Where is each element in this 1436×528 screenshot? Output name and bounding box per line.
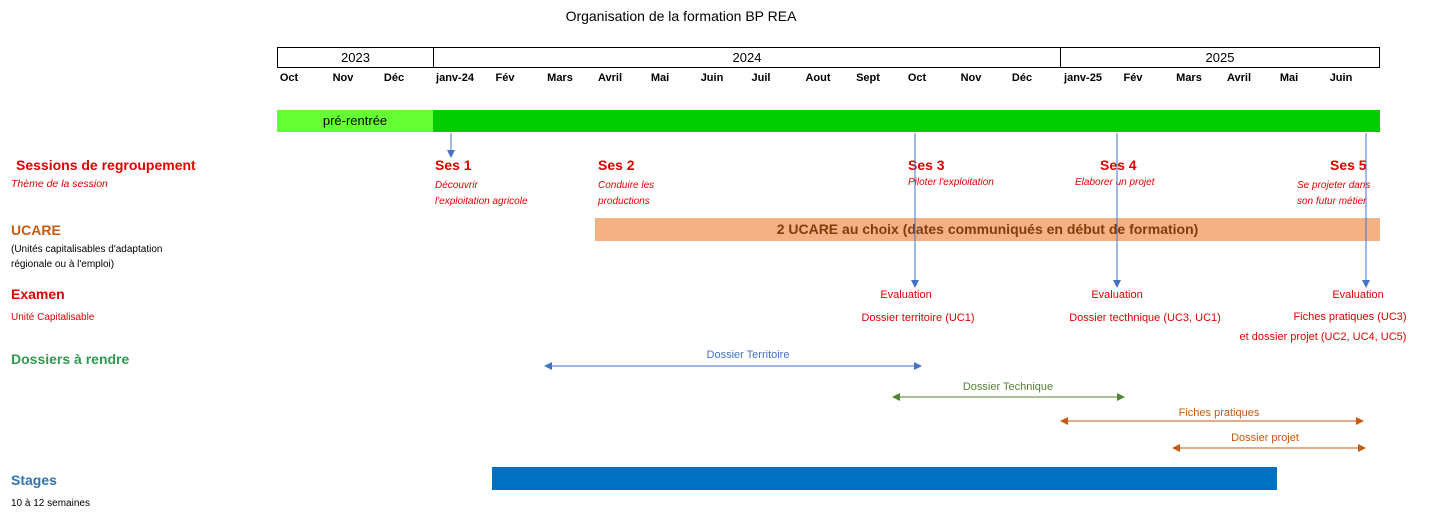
month-label: Aout bbox=[805, 72, 831, 84]
session-4-theme: Elaborer un projet bbox=[1075, 175, 1155, 191]
month-label: janv-24 bbox=[436, 72, 474, 84]
year-2025: 2025 bbox=[1060, 47, 1380, 68]
month-label: Fév bbox=[1123, 72, 1143, 84]
ucare-subtitle: (Unités capitalisables d'adaptation régi… bbox=[11, 242, 162, 272]
stages-subtitle: 10 à 12 semaines bbox=[11, 498, 90, 509]
stage-bar bbox=[492, 467, 1277, 490]
month-label: Avril bbox=[597, 72, 623, 84]
session-4-theme-line1: Elaborer un projet bbox=[1075, 177, 1155, 188]
month-label: Mai bbox=[650, 72, 670, 84]
exam-2-label: Evaluation bbox=[1091, 289, 1143, 301]
examen-subtitle: Unité Capitalisable bbox=[11, 312, 95, 323]
prerentree-bar: pré-rentrée bbox=[277, 110, 433, 132]
exam-3-detail-line1: Fiches pratiques (UC3) bbox=[1293, 311, 1407, 323]
month-label: Déc bbox=[383, 72, 405, 84]
stages-title: Stages bbox=[11, 472, 57, 488]
session-5-theme-line2: son futur métier bbox=[1297, 196, 1367, 207]
exam-3-detail-line2: et dossier projet (UC2, UC4, UC5) bbox=[1239, 331, 1407, 343]
examen-title: Examen bbox=[11, 286, 65, 302]
session-3-theme-line1: Piloter l'exploitation bbox=[908, 177, 994, 188]
month-label: Nov bbox=[332, 72, 354, 84]
month-label: Avril bbox=[1226, 72, 1252, 84]
month-label: Mars bbox=[1176, 72, 1202, 84]
session-3-name: Ses 3 bbox=[908, 157, 945, 173]
month-label: Juin bbox=[700, 72, 724, 84]
month-label: Déc bbox=[1011, 72, 1033, 84]
page-title: Organisation de la formation BP REA bbox=[565, 8, 797, 24]
sessions-title: Sessions de regroupement bbox=[16, 157, 196, 173]
session-3-theme: Piloter l'exploitation bbox=[908, 175, 994, 191]
session-2-theme: Conduire les productions bbox=[598, 178, 654, 210]
month-label: Nov bbox=[960, 72, 982, 84]
session-5-theme-line1: Se projeter dans bbox=[1297, 180, 1371, 191]
ucare-bar: 2 UCARE au choix (dates communiqués en d… bbox=[595, 218, 1380, 241]
session-4-name: Ses 4 bbox=[1100, 157, 1137, 173]
ucare-title: UCARE bbox=[11, 222, 61, 238]
exam-1-label: Evaluation bbox=[880, 289, 932, 301]
month-label: Mars bbox=[547, 72, 573, 84]
session-1-theme: Découvrir l'exploitation agricole bbox=[435, 178, 528, 210]
month-label: Juin bbox=[1329, 72, 1353, 84]
formation-bar bbox=[433, 110, 1380, 132]
session-5-theme: Se projeter dans son futur métier bbox=[1297, 178, 1370, 210]
month-label: Oct bbox=[279, 72, 299, 84]
exam-2-detail: Dossier tecthnique (UC3, UC1) bbox=[1069, 312, 1221, 324]
year-2024: 2024 bbox=[433, 47, 1061, 68]
session-2-theme-line2: productions bbox=[598, 196, 650, 207]
dossier-technique-label: Dossier Technique bbox=[962, 381, 1054, 393]
session-2-theme-line1: Conduire les bbox=[598, 180, 655, 191]
session-1-theme-line1: Découvrir bbox=[435, 180, 478, 191]
month-label: Oct bbox=[907, 72, 927, 84]
session-5-name: Ses 5 bbox=[1330, 157, 1367, 173]
dossier-projet-label: Dossier projet bbox=[1231, 432, 1299, 444]
dossiers-title: Dossiers à rendre bbox=[11, 351, 130, 367]
month-label: Fév bbox=[495, 72, 515, 84]
ucare-bar-label: 2 UCARE au choix (dates communiqués en d… bbox=[776, 221, 1199, 237]
exam-1-detail: Dossier territoire (UC1) bbox=[861, 312, 975, 324]
ucare-subtitle-line1: (Unités capitalisables d'adaptation bbox=[11, 244, 163, 255]
month-label: Mai bbox=[1279, 72, 1299, 84]
exam-3-label: Evaluation bbox=[1332, 289, 1384, 301]
year-2023: 2023 bbox=[277, 47, 434, 68]
sessions-subtitle: Thème de la session bbox=[11, 178, 108, 190]
prerentree-label: pré-rentrée bbox=[322, 113, 388, 128]
month-label: janv-25 bbox=[1064, 72, 1102, 84]
month-label: Juil bbox=[751, 72, 771, 84]
session-1-name: Ses 1 bbox=[435, 157, 472, 173]
ucare-subtitle-line2: régionale ou à l'emploi) bbox=[11, 259, 115, 270]
fiches-pratiques-label: Fiches pratiques bbox=[1178, 407, 1260, 419]
session-1-theme-line2: l'exploitation agricole bbox=[435, 196, 528, 207]
session-2-name: Ses 2 bbox=[598, 157, 635, 173]
dossier-territoire-label: Dossier Territoire bbox=[706, 349, 790, 361]
month-label: Sept bbox=[856, 72, 880, 84]
